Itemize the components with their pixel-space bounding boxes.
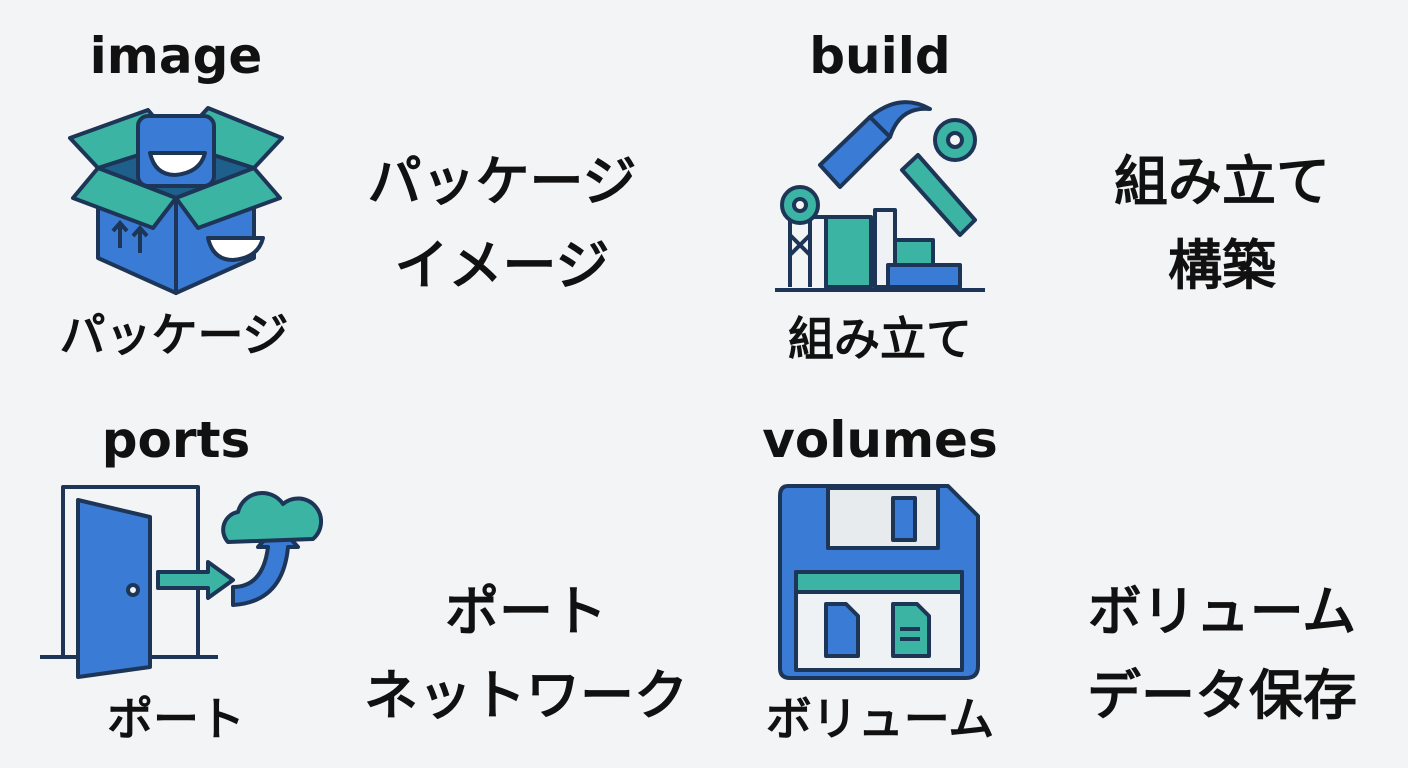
caption-ports: ポート [107, 692, 245, 746]
meanings-volumes: ボリューム データ保存 [1087, 570, 1357, 738]
floppy-disk-icon [778, 484, 980, 680]
meanings-image: パッケージ イメージ [368, 140, 637, 308]
hammer-gear-icon [775, 100, 985, 292]
caption-volumes: ボリューム [765, 692, 995, 746]
meaning-2: イメージ [394, 234, 610, 297]
docker-box-icon [68, 106, 284, 295]
meaning-2: データ保存 [1087, 664, 1357, 727]
meanings-ports: ポート ネットワーク [364, 570, 688, 738]
caption-image: パッケージ [59, 308, 289, 362]
meaning-2: ネットワーク [364, 664, 688, 727]
term-volumes: volumes [762, 411, 998, 469]
meaning-1: パッケージ [367, 150, 637, 213]
term-image: image [89, 27, 263, 85]
meaning-1: ボリューム [1087, 580, 1357, 643]
meanings-build: 組み立て 構築 [1114, 140, 1330, 308]
door-cloud-icon [40, 485, 323, 679]
term-ports: ports [101, 411, 251, 469]
caption-build: 組み立て [788, 312, 972, 366]
meaning-1: ポート [445, 580, 607, 643]
meaning-2: 構築 [1168, 234, 1276, 297]
meaning-1: 組み立て [1114, 150, 1330, 213]
term-build: build [809, 27, 951, 85]
